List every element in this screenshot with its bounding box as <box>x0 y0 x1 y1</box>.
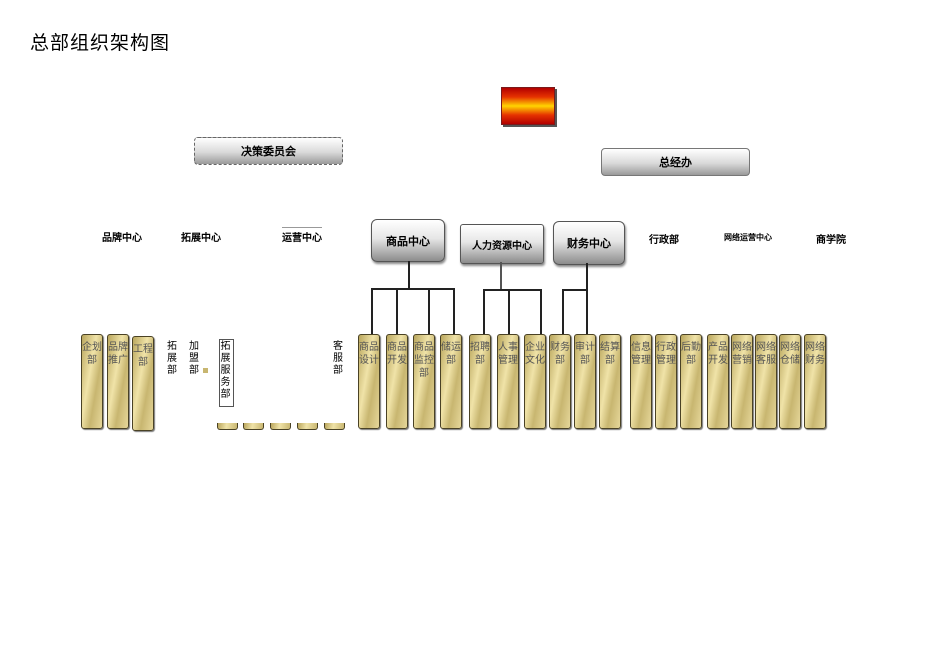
dept-admin: 行政部 <box>649 235 679 246</box>
dept-academy: 商学院 <box>816 235 846 246</box>
unit-column: 网络财务 <box>804 334 826 429</box>
column-stub <box>243 423 264 430</box>
dept-hr: 人力资源中心 <box>460 224 544 264</box>
column-stub <box>270 423 291 430</box>
connector <box>508 289 510 334</box>
unit-column: 行政管理 <box>655 334 677 429</box>
unit-column: 结算部 <box>599 334 621 429</box>
connector <box>500 262 502 290</box>
connector <box>540 289 542 334</box>
unit-column: 企业文化 <box>524 334 546 429</box>
label-franchise-text: 加盟部 <box>189 341 199 376</box>
unit-column: 信息管理 <box>630 334 652 429</box>
connector <box>586 263 588 290</box>
connector <box>453 288 455 334</box>
expand-service-box: 拓展服务部 <box>219 339 234 407</box>
decision-committee-box: 决策委员会 <box>194 137 343 165</box>
connector <box>371 288 455 290</box>
column-stub <box>297 423 318 430</box>
connector <box>483 289 485 334</box>
unit-column: 后勤部 <box>680 334 702 429</box>
unit-column: 网络仓储 <box>779 334 801 429</box>
connector <box>428 288 430 334</box>
unit-column: 人事管理 <box>497 334 519 429</box>
unit-column: 网络客服 <box>755 334 777 429</box>
company-logo <box>501 87 555 125</box>
dept-operation: 运营中心 <box>282 227 322 244</box>
unit-column: 商品监控部 <box>413 334 435 429</box>
column-stub <box>217 423 238 430</box>
dept-brand: 品牌中心 <box>102 233 142 244</box>
dept-finance: 财务中心 <box>553 221 625 265</box>
unit-column: 产品开发 <box>707 334 729 429</box>
unit-column: 储运部 <box>440 334 462 429</box>
connector <box>483 289 542 291</box>
connector <box>371 288 373 334</box>
unit-column: 招聘部 <box>469 334 491 429</box>
label-expand-service: 拓展服务部 <box>220 341 231 400</box>
dept-expansion: 拓展中心 <box>181 233 221 244</box>
connector <box>586 289 588 334</box>
label-franchise-dept: 加盟部 <box>189 341 213 377</box>
connector <box>562 289 564 334</box>
dept-online: 网络运营中心 <box>724 233 772 242</box>
dept-product: 商品中心 <box>371 219 445 262</box>
unit-column: 工程部 <box>132 336 154 431</box>
general-manager-box: 总经办 <box>601 148 750 176</box>
unit-column: 财务部 <box>549 334 571 429</box>
unit-column: 商品设计 <box>358 334 380 429</box>
unit-column: 品牌推广 <box>107 334 129 429</box>
connector <box>562 289 588 291</box>
bullet-icon <box>203 368 208 373</box>
unit-column: 商品开发 <box>386 334 408 429</box>
label-expand-dept: 拓展部 <box>167 341 177 376</box>
page-title: 总部组织架构图 <box>30 32 171 54</box>
label-customer-service: 客服部 <box>333 341 343 376</box>
unit-column: 企划部 <box>81 334 103 429</box>
connector <box>408 261 410 288</box>
unit-column: 网络营销 <box>731 334 753 429</box>
connector <box>396 288 398 334</box>
unit-column: 审计部 <box>574 334 596 429</box>
column-stub <box>324 423 345 430</box>
